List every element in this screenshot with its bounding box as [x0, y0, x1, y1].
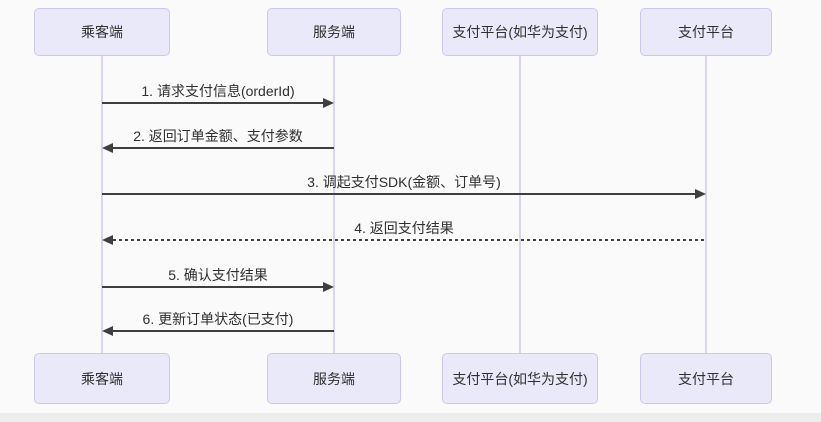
lifeline-payment-platform-huawei	[519, 56, 521, 353]
lifeline-server	[333, 56, 335, 353]
actor-label: 支付平台(如华为支付)	[452, 24, 588, 40]
message-1-line	[102, 102, 323, 104]
actor-label: 支付平台	[678, 24, 734, 40]
message-4-line	[113, 239, 706, 241]
actor-top-server: 服务端	[267, 8, 401, 56]
message-1-label: 1. 请求支付信息(orderId)	[141, 83, 295, 99]
message-6-label: 6. 更新订单状态(已支付)	[142, 311, 294, 327]
message-5-line	[102, 286, 323, 288]
actor-top-payment-platform-huawei: 支付平台(如华为支付)	[442, 8, 598, 56]
actor-label: 乘客端	[81, 24, 123, 40]
lifeline-payment-platform	[705, 56, 707, 353]
arrowhead-right-icon	[323, 282, 334, 292]
bottom-edge-strip	[0, 413, 821, 422]
message-3-line	[102, 193, 695, 195]
arrowhead-right-icon	[323, 98, 334, 108]
message-2-label: 2. 返回订单金额、支付参数	[133, 128, 303, 144]
actor-top-payment-platform: 支付平台	[640, 8, 772, 56]
message-2-line	[113, 147, 334, 149]
actor-label: 支付平台	[678, 370, 734, 387]
arrowhead-right-icon	[695, 189, 706, 199]
actor-top-passenger-client: 乘客端	[34, 8, 170, 56]
message-6-line	[113, 330, 334, 332]
message-3-label: 3. 调起支付SDK(金额、订单号)	[307, 174, 501, 190]
actor-label: 服务端	[313, 24, 355, 40]
actor-bottom-passenger-client: 乘客端	[34, 353, 170, 404]
lifeline-passenger-client	[101, 56, 103, 353]
actor-label: 服务端	[313, 370, 355, 387]
arrowhead-left-icon	[102, 143, 113, 153]
arrowhead-left-icon	[102, 326, 113, 336]
message-5-label: 5. 确认支付结果	[168, 267, 268, 283]
actor-bottom-payment-platform-huawei: 支付平台(如华为支付)	[442, 353, 598, 404]
arrowhead-left-icon	[102, 235, 113, 245]
actor-label: 乘客端	[81, 370, 123, 387]
actor-label: 支付平台(如华为支付)	[452, 370, 588, 387]
actor-bottom-payment-platform: 支付平台	[640, 353, 772, 404]
message-4-label: 4. 返回支付结果	[354, 220, 454, 236]
actor-bottom-server: 服务端	[267, 353, 401, 404]
